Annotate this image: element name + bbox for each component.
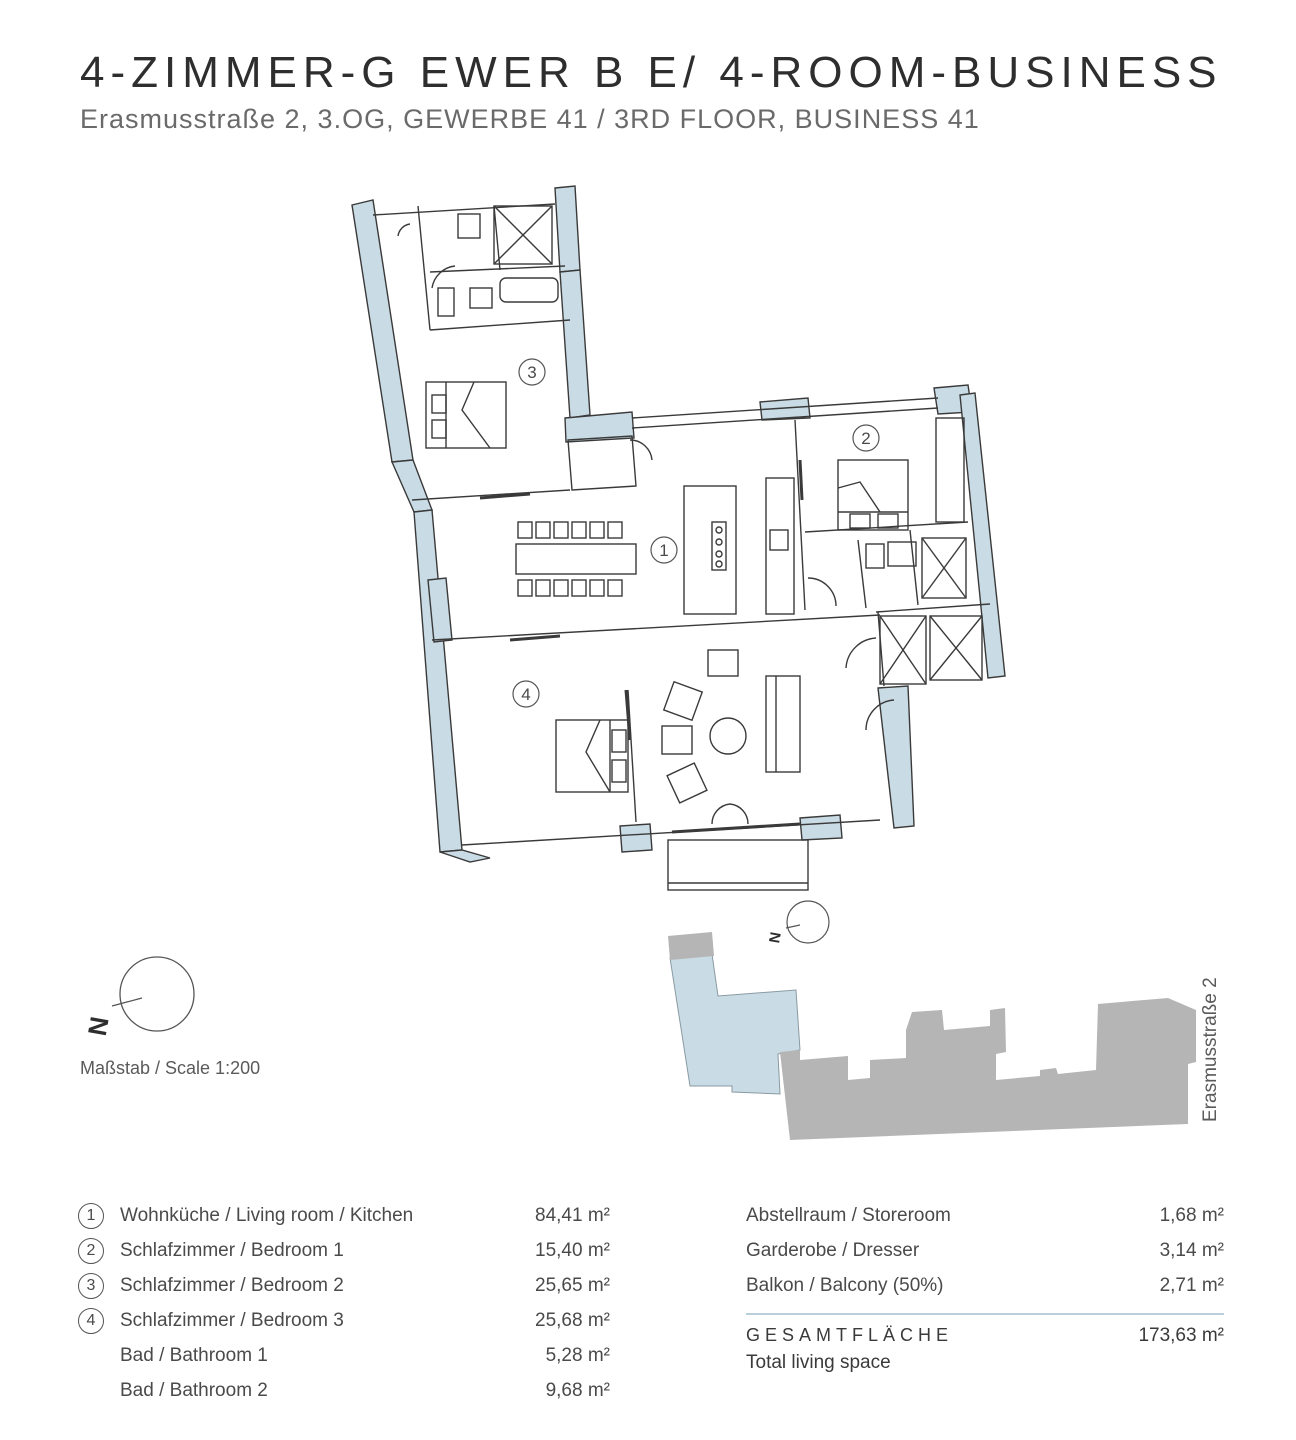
- svg-text:2: 2: [861, 429, 870, 448]
- room-label: Wohnküche / Living room / Kitchen: [120, 1204, 414, 1226]
- legend-row: Bad / Bathroom 1 5,28 m²: [78, 1338, 610, 1373]
- room-number-badge: [78, 1378, 104, 1404]
- room-marker-3: 3: [518, 358, 546, 386]
- living-furniture: [661, 649, 801, 804]
- legend-row: Abstellraum / Storeroom 1,68 m²: [746, 1198, 1224, 1233]
- room-area: 84,41 m²: [535, 1204, 610, 1226]
- svg-text:1: 1: [659, 541, 668, 560]
- total-divider: [746, 1313, 1224, 1315]
- room-number-badge: 2: [78, 1237, 104, 1264]
- bathroom-2-fixtures: [865, 537, 967, 599]
- legend-row: Bad / Bathroom 2 9,68 m²: [78, 1373, 610, 1408]
- scale-label: Maßstab / Scale 1:200: [80, 1058, 261, 1078]
- total-label: GESAMTFLÄCHE: [746, 1325, 954, 1345]
- kitchen-island: [683, 477, 795, 615]
- svg-text:N: N: [82, 1014, 115, 1038]
- bathroom-1-fixtures: [437, 205, 559, 317]
- page-subtitle: Erasmusstraße 2, 3.OG, GEWERBE 41 / 3RD …: [80, 104, 980, 134]
- room-legend: 1 Wohnküche / Living room / Kitchen 84,4…: [78, 1198, 610, 1408]
- room-number-badge: 3: [78, 1272, 104, 1299]
- legend-row: Balkon / Balcony (50%) 2,71 m²: [746, 1268, 1224, 1303]
- bed-room-2: [837, 417, 965, 531]
- legend-row: 2 Schlafzimmer / Bedroom 1 15,40 m²: [78, 1233, 610, 1268]
- legend-row: 3 Schlafzimmer / Bedroom 2 25,65 m²: [78, 1268, 610, 1303]
- room-label: Bad / Bathroom 1: [120, 1344, 268, 1366]
- extra-area: 1,68 m²: [1159, 1204, 1224, 1226]
- room-label: Schlafzimmer / Bedroom 1: [120, 1239, 344, 1261]
- balcony: [667, 839, 809, 891]
- north-arrow-small: N: [766, 900, 830, 945]
- room-area: 25,65 m²: [535, 1274, 610, 1296]
- inner-walls: [372, 203, 991, 846]
- room-marker-2: 2: [852, 424, 880, 452]
- room-label: Schlafzimmer / Bedroom 2: [120, 1274, 344, 1296]
- total-block: GESAMTFLÄCHE Total living space 173,63 m…: [746, 1325, 1224, 1374]
- extra-area: 3,14 m²: [1159, 1239, 1224, 1261]
- site-highlight: [669, 953, 801, 1095]
- north-arrow-large: N: [82, 956, 195, 1038]
- street-label: Erasmusstraße 2: [1200, 977, 1221, 1122]
- bed-room-4: [555, 719, 629, 793]
- room-number-badge: 1: [78, 1202, 104, 1229]
- room-marker-1: 1: [650, 536, 678, 564]
- sliding-doors: [479, 459, 804, 834]
- legend-row: 4 Schlafzimmer / Bedroom 3 25,68 m²: [78, 1303, 610, 1338]
- total-area: 173,63 m²: [1138, 1325, 1224, 1346]
- dining-set: [515, 521, 637, 597]
- total-sublabel: Total living space: [746, 1352, 891, 1373]
- site-neighbours: [780, 998, 1196, 1140]
- extra-label: Balkon / Balcony (50%): [746, 1274, 944, 1296]
- svg-text:3: 3: [527, 363, 536, 382]
- room-area: 9,68 m²: [545, 1379, 610, 1401]
- room-number-badge: 4: [78, 1307, 104, 1334]
- extra-area: 2,71 m²: [1159, 1274, 1224, 1296]
- extra-label: Abstellraum / Storeroom: [746, 1204, 951, 1226]
- svg-text:N: N: [766, 931, 785, 945]
- room-area: 15,40 m²: [535, 1239, 610, 1261]
- legend-row: Garderobe / Dresser 3,14 m²: [746, 1233, 1224, 1268]
- stair-core: [879, 615, 983, 685]
- room-label: Bad / Bathroom 2: [120, 1379, 268, 1401]
- doors: [397, 223, 895, 825]
- room-marker-4: 4: [512, 680, 540, 708]
- extras-legend: Abstellraum / Storeroom 1,68 m² Garderob…: [746, 1198, 1224, 1374]
- page-title: 4-ZIMMER-G EWER B E/ 4-ROOM-BUSINESS: [80, 48, 1223, 97]
- extra-label: Garderobe / Dresser: [746, 1239, 920, 1261]
- bed-room-3: [425, 381, 507, 449]
- room-label: Schlafzimmer / Bedroom 3: [120, 1309, 344, 1331]
- legend-row: 1 Wohnküche / Living room / Kitchen 84,4…: [78, 1198, 610, 1233]
- site-plan: [668, 932, 1196, 1140]
- room-area: 5,28 m²: [545, 1344, 610, 1366]
- room-markers: 3 2 1 4: [512, 358, 880, 708]
- svg-text:4: 4: [521, 685, 530, 704]
- storeroom: [567, 435, 637, 491]
- outer-walls: [351, 185, 1006, 863]
- room-area: 25,68 m²: [535, 1309, 610, 1331]
- room-number-badge: [78, 1343, 104, 1369]
